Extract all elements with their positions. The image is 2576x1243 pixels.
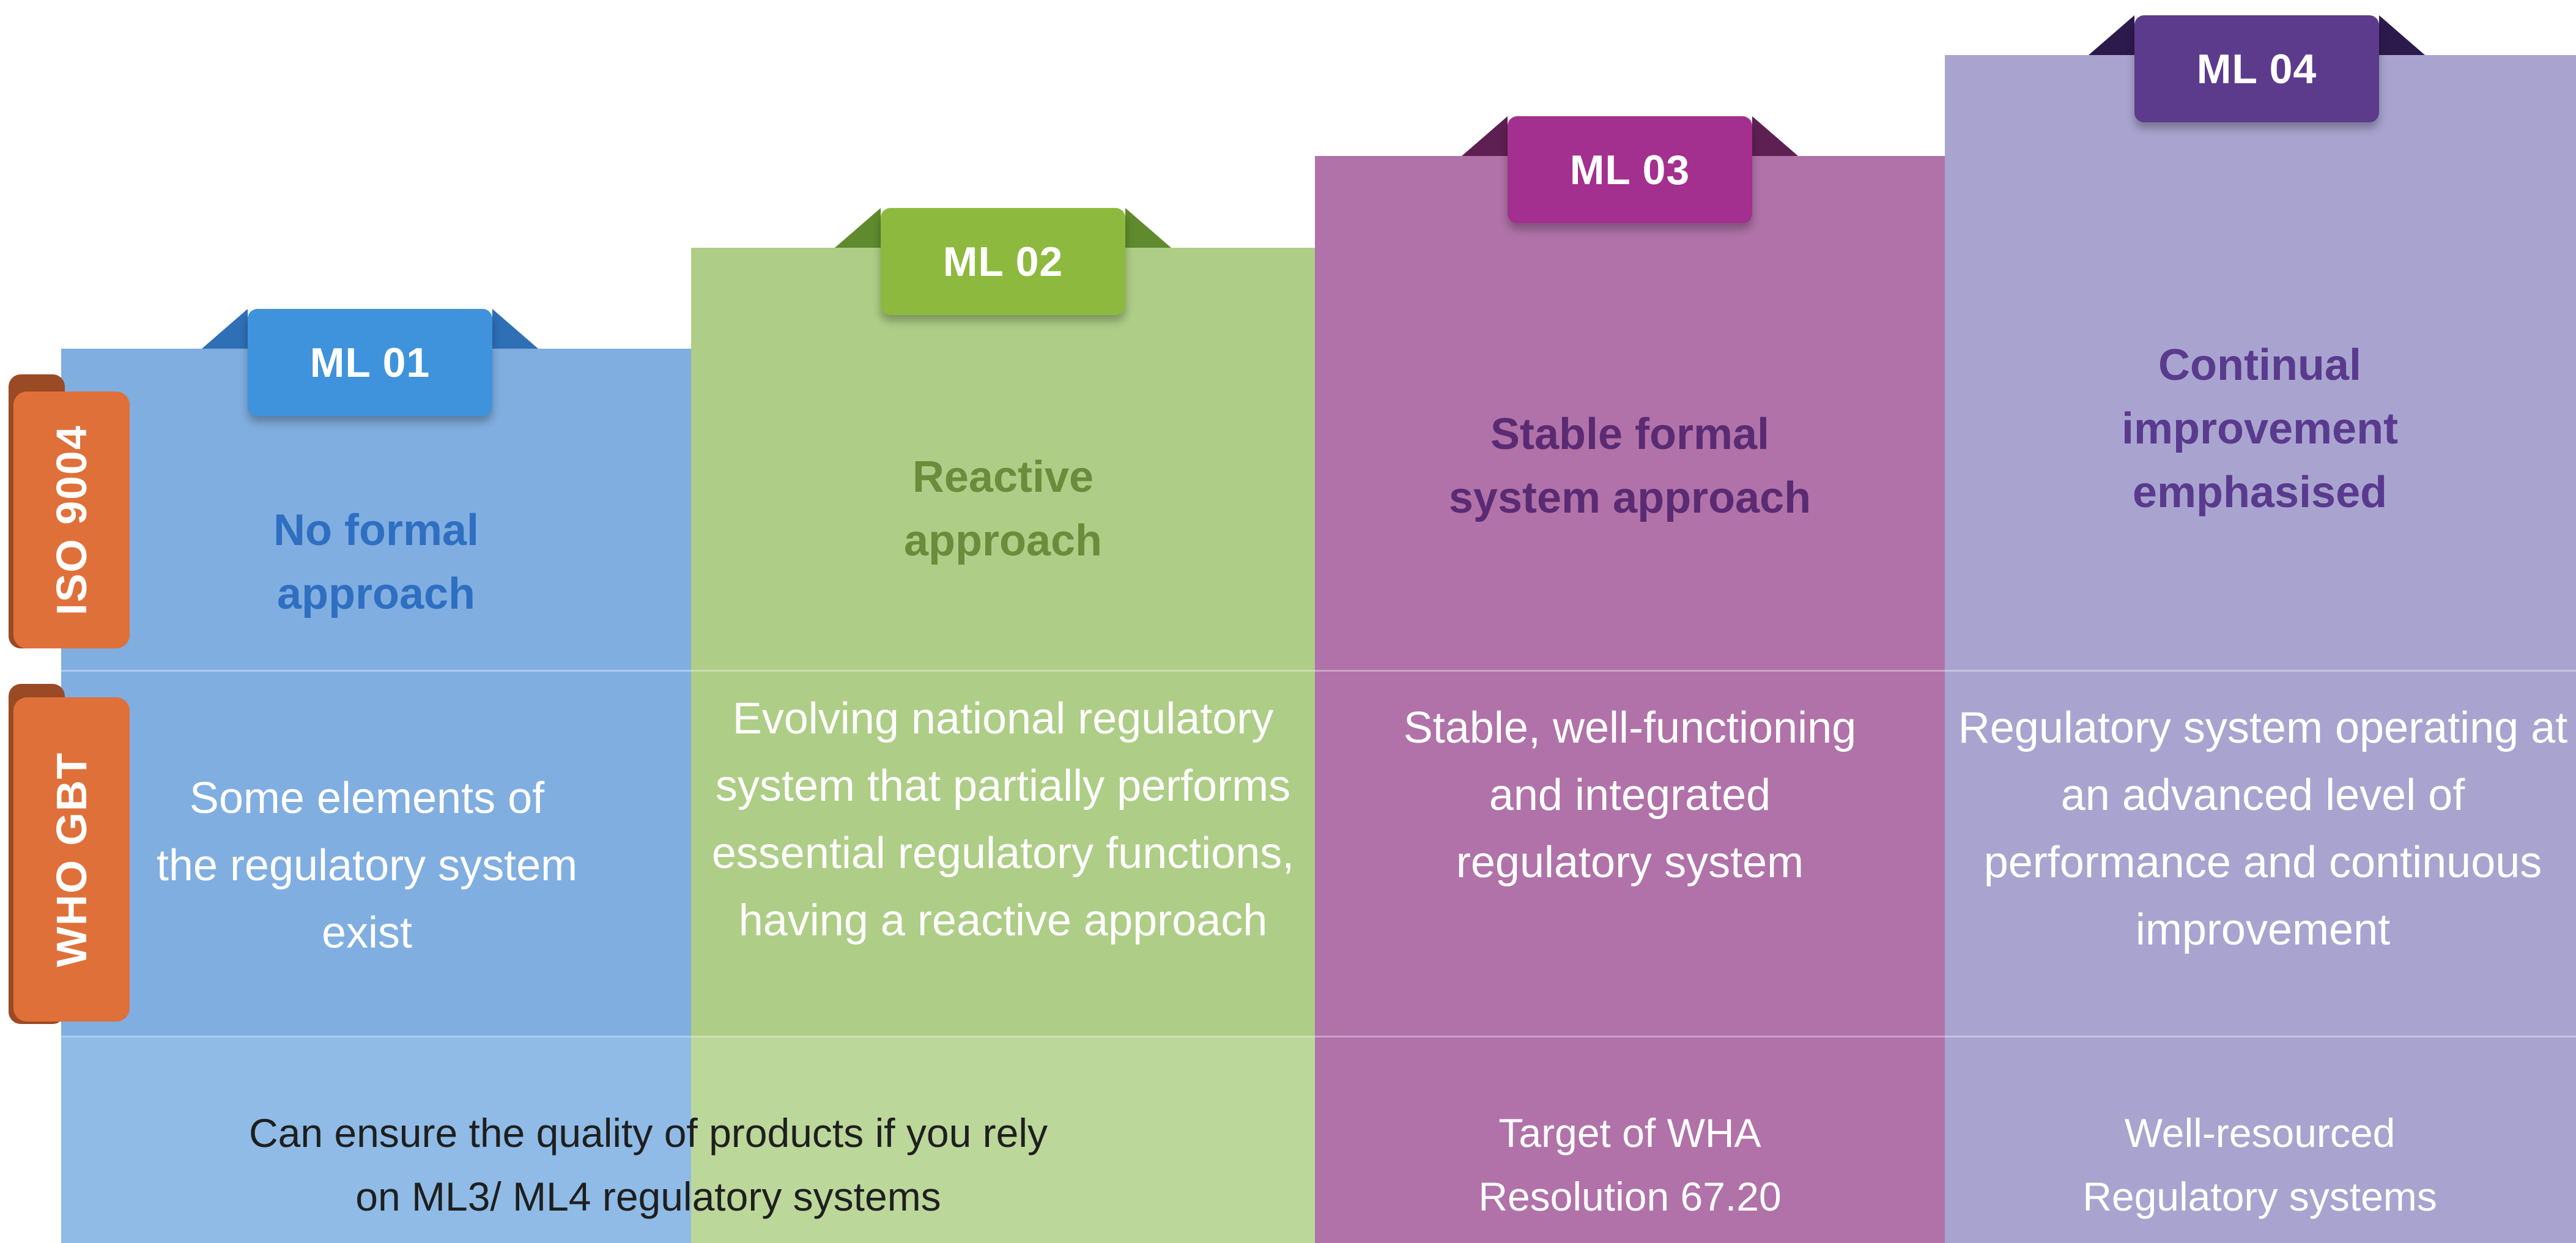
ml02-badge-wing-right <box>1125 208 1171 248</box>
ml04-description: Regulatory system operating at an advanc… <box>1958 703 2568 954</box>
ml01-badge-wing-right <box>492 309 538 349</box>
iso-9004-text: ISO 9004 <box>48 425 96 615</box>
ml03-column <box>1315 156 1945 1243</box>
ml02-badge-text: ML 02 <box>942 238 1064 285</box>
ml03-heading: Stable formal system approach <box>1448 410 1812 522</box>
row-divider-top <box>61 670 2576 672</box>
ml03-badge-text: ML 03 <box>1569 146 1690 193</box>
iso-9004-label: ISO 9004 <box>13 391 130 648</box>
ml01-description: Some elements of the regulatory system e… <box>156 774 578 957</box>
ml04-badge-wing-right <box>2379 15 2425 55</box>
ml04-badge-wing-left <box>2089 15 2134 55</box>
ml01-badge: ML 01 <box>248 309 492 416</box>
ml02-badge: ML 02 <box>881 208 1125 315</box>
shared-bottom-note: Can ensure the quality of products if yo… <box>248 1110 1048 1219</box>
ml04-badge: ML 04 <box>2134 15 2379 122</box>
ml04-bottom-note: Well-resourced Regulatory systems <box>2082 1110 2437 1219</box>
ml01-badge-text: ML 01 <box>309 339 431 386</box>
ml04-badge-text: ML 04 <box>2196 45 2317 92</box>
ml02-description: Evolving national regulatory system that… <box>711 694 1295 945</box>
ml01-bottom-band <box>61 1037 691 1243</box>
ml03-badge-wing-left <box>1462 116 1508 156</box>
who-gbt-label: WHO GBT <box>13 697 130 1022</box>
ml04-heading: Continual improvement emphasised <box>2121 341 2399 517</box>
ml03-bottom-note: Target of WHA Resolution 67.20 <box>1478 1110 1782 1219</box>
ml01-badge-wing-left <box>202 309 248 349</box>
ml02-badge-wing-left <box>835 208 881 248</box>
ml02-bottom-band <box>691 1037 1315 1243</box>
ml03-badge: ML 03 <box>1508 116 1752 223</box>
row-divider-bottom <box>61 1036 2576 1037</box>
ml03-description: Stable, well-functioning and integrated … <box>1403 703 1857 887</box>
ml03-badge-wing-right <box>1752 116 1798 156</box>
ml04-column <box>1945 55 2576 1243</box>
ml01-heading: No formal approach <box>273 506 479 618</box>
who-gbt-text: WHO GBT <box>48 751 95 968</box>
ml02-heading: Reactive approach <box>903 453 1103 565</box>
